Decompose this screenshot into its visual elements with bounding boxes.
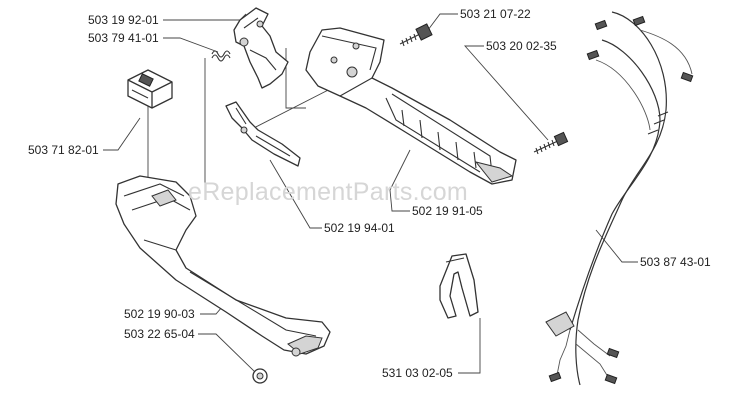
leader-503-19-92-01 (163, 13, 247, 21)
wire-clip (439, 253, 479, 319)
leader-531-03-02-05 (458, 318, 481, 374)
leader-502-19-91-05 (389, 149, 411, 212)
leader-503-22-65-04 (198, 333, 257, 374)
part-label-503-20-02-35[interactable]: 503 20 02-35 (486, 39, 557, 53)
part-label-503-79-41-01[interactable]: 503 79 41-01 (88, 31, 159, 45)
nut (252, 368, 268, 384)
leader-503-79-41-01 (163, 37, 219, 53)
leader-502-19-94-01 (269, 159, 322, 229)
part-label-503-71-82-01[interactable]: 503 71 82-01 (28, 143, 99, 157)
screw-long (533, 131, 569, 155)
throttle-lever (225, 101, 301, 167)
assembly-line-handle (285, 48, 306, 109)
throttle-bracket (233, 7, 289, 89)
watermark-text: eReplacementParts.com (188, 178, 469, 206)
part-label-503-19-92-01[interactable]: 503 19 92-01 (88, 13, 159, 27)
leader-503-71-82-01 (103, 117, 141, 151)
part-label-503-87-43-01[interactable]: 503 87 43-01 (640, 255, 711, 269)
stop-switch (127, 69, 173, 109)
part-label-503-22-65-04[interactable]: 503 22 65-04 (124, 327, 195, 341)
part-label-502-19-91-05[interactable]: 502 19 91-05 (412, 204, 483, 218)
part-label-531-03-02-05[interactable]: 531 03 02-05 (382, 366, 453, 380)
leader-503-20-02-35 (464, 45, 549, 141)
part-label-502-19-94-01[interactable]: 502 19 94-01 (324, 221, 395, 235)
spring (211, 50, 231, 62)
leader-lines (103, 13, 638, 374)
handle-half-left (115, 175, 331, 357)
leader-503-21-07-22 (427, 13, 458, 31)
part-label-502-19-90-03[interactable]: 502 19 90-03 (124, 307, 195, 321)
part-label-503-21-07-22[interactable]: 503 21 07-22 (460, 7, 531, 21)
leader-503-87-43-01 (595, 229, 638, 263)
screw-top (399, 23, 433, 47)
wiring-harness (545, 11, 694, 386)
assembly-line-lever (245, 83, 341, 133)
handle-half-right (305, 27, 517, 185)
